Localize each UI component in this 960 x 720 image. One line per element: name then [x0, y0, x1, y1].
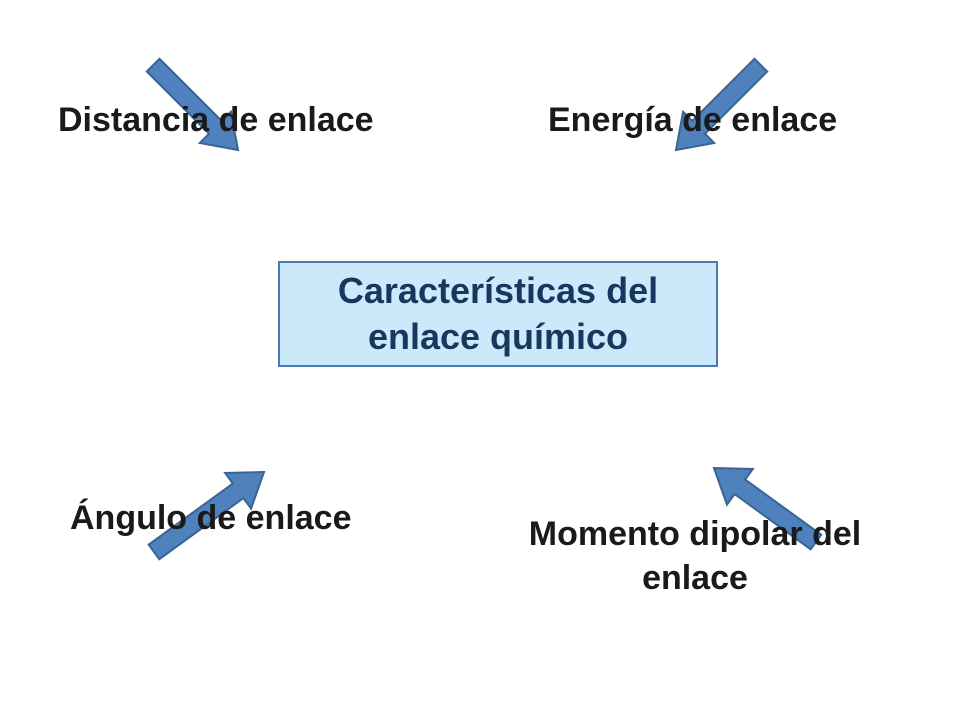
arrow-to-angulo	[147, 470, 266, 561]
arrow-to-energia	[674, 57, 769, 152]
label-angulo-de-enlace: Ángulo de enlace	[70, 499, 352, 537]
label-momento-dipolar: Momento dipolar del enlace	[528, 515, 862, 597]
arrow-to-momento	[712, 466, 823, 551]
label-distancia-de-enlace: Distancia de enlace	[58, 101, 374, 139]
center-box: Características del enlace químico	[278, 261, 718, 367]
label-energia-de-enlace: Energía de enlace	[548, 101, 838, 139]
arrow-to-distancia	[145, 57, 240, 152]
center-title: Características del enlace químico	[337, 270, 659, 357]
